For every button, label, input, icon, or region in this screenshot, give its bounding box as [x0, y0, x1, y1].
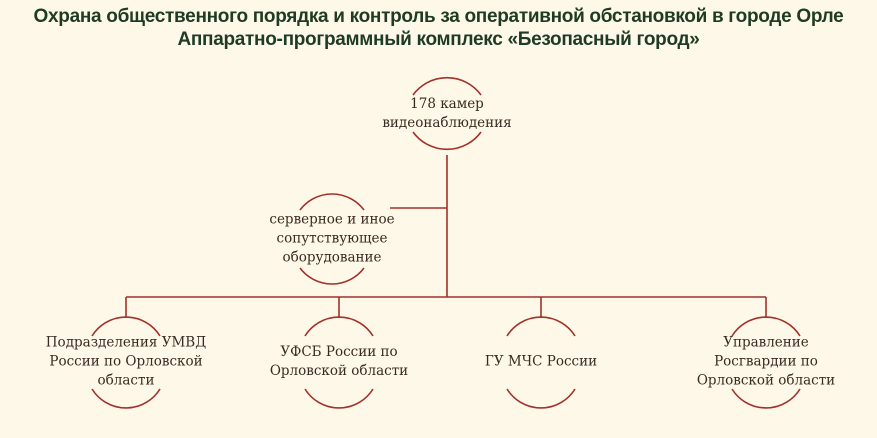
node-line: 178 камер — [410, 96, 484, 112]
root-node-cameras: 178 камер видеонаблюдения — [382, 95, 511, 133]
node-line: оборудование — [282, 249, 382, 266]
node-line: Росгвардии по — [714, 353, 818, 370]
node-line: Подразделения УМВД — [45, 334, 207, 351]
page-title: Охрана общественного порядка и контроль … — [33, 6, 844, 27]
node-line: Орловской области — [269, 363, 409, 379]
node-line: серверное и иное — [269, 211, 395, 228]
equipment-arc-bottom — [299, 267, 365, 285]
node-line: Управление — [723, 334, 809, 351]
root-arc-top — [412, 76, 482, 96]
node-line: Орловской области — [696, 372, 836, 389]
node-mchs: ГУ МЧС России — [485, 353, 597, 372]
node-line: УФСБ России по — [280, 344, 398, 360]
child-arcs — [91, 316, 801, 409]
node-line: сопутствующее — [276, 230, 388, 247]
node-line: ГУ МЧС России — [484, 353, 598, 370]
node-line: России по Орловской — [49, 353, 203, 370]
page-subtitle: Аппаратно-программный комплекс «Безопасн… — [177, 29, 700, 50]
node-rosgvardia: Управление Росгвардии по Орловской облас… — [697, 334, 835, 391]
root-arc-bottom — [412, 131, 482, 151]
node-ufsb: УФСБ России по Орловской области — [270, 343, 408, 381]
node-line: видеонаблюдения — [382, 115, 512, 131]
equipment-arc-top — [299, 193, 365, 211]
node-line: области — [97, 372, 155, 389]
node-equipment: серверное и иное сопутствующее оборудова… — [269, 211, 394, 268]
node-umvd: Подразделения УМВД России по Орловской о… — [46, 334, 206, 391]
